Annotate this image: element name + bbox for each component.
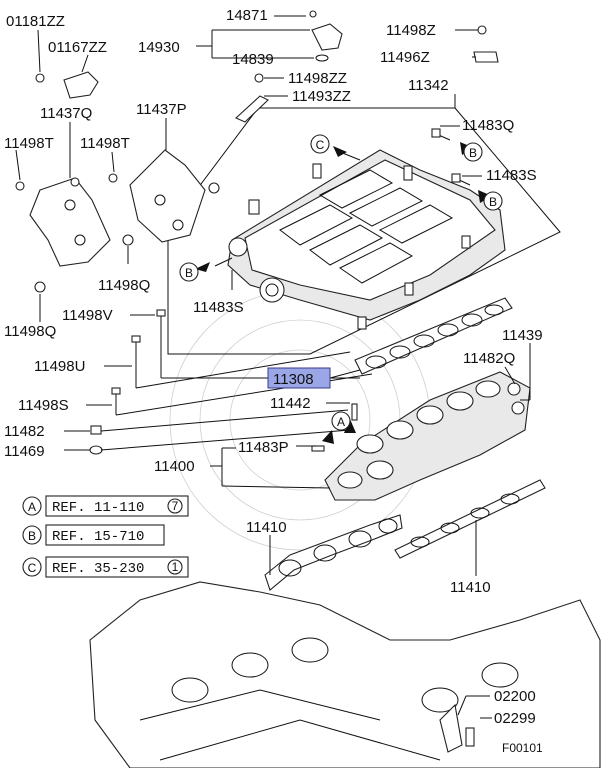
marker-b-upper-right-2: B xyxy=(483,191,503,211)
bolt-11498u xyxy=(131,335,141,388)
label-11498q-left: 11498Q xyxy=(4,323,56,340)
svg-text:REF. 15-710: REF. 15-710 xyxy=(52,529,144,545)
label-11483q: 11483Q xyxy=(462,117,514,134)
label-01181zz: 01181ZZ xyxy=(6,13,65,30)
svg-text:B: B xyxy=(469,146,477,160)
marker-b-upper-right-1: B xyxy=(463,142,483,162)
upper-intake-plenum xyxy=(227,149,506,330)
svg-text:REF. 35-230: REF. 35-230 xyxy=(52,561,144,577)
nut-11482 xyxy=(90,425,102,435)
label-11498t-left: 11498T xyxy=(4,135,54,152)
label-11496z: 11496Z xyxy=(380,49,430,66)
gasket-11308 xyxy=(354,297,513,375)
marker-c-top: C xyxy=(310,134,330,154)
label-11498z: 11498Z xyxy=(386,22,436,39)
figure-code: F00101 xyxy=(502,741,543,755)
label-11498u: 11498U xyxy=(34,358,85,375)
label-11410-right: 11410 xyxy=(450,579,491,596)
label-11498zz: 11498ZZ xyxy=(288,70,347,87)
intake-gasket-left xyxy=(264,514,403,591)
reference-a: A REF. 11-110 7 xyxy=(22,495,189,517)
reference-b: B REF. 15-710 xyxy=(22,524,165,546)
label-02299: 02299 xyxy=(494,710,536,727)
plenum-studs xyxy=(214,128,471,267)
svg-text:1: 1 xyxy=(172,560,179,574)
label-14839: 14839 xyxy=(232,51,274,68)
svg-text:A: A xyxy=(337,415,345,429)
bolt-11498v xyxy=(156,309,166,345)
marker-a-lower: A xyxy=(331,411,351,431)
label-11482: 11482 xyxy=(4,423,45,440)
washer-11469 xyxy=(89,445,103,455)
label-11498v: 11498V xyxy=(62,307,113,324)
label-11483s-right: 11483S xyxy=(486,167,537,184)
label-14871: 14871 xyxy=(226,7,268,24)
label-11442: 11442 xyxy=(270,395,311,412)
label-11342: 11342 xyxy=(408,77,449,94)
watermark xyxy=(169,289,431,551)
label-11439: 11439 xyxy=(502,327,543,344)
small-bracket-01167zz xyxy=(35,71,99,99)
label-11400: 11400 xyxy=(154,458,195,475)
lower-intake-manifold xyxy=(311,371,531,501)
label-11410-left: 11410 xyxy=(246,519,287,536)
svg-text:B: B xyxy=(28,529,36,543)
svg-text:C: C xyxy=(28,561,37,575)
highlight-11308 xyxy=(267,367,331,389)
svg-text:B: B xyxy=(489,195,497,209)
svg-text:C: C xyxy=(316,138,325,152)
label-02200: 02200 xyxy=(494,688,536,705)
label-11498q-center: 11498Q xyxy=(98,277,150,294)
label-11437q: 11437Q xyxy=(40,105,92,122)
bolt-11498s xyxy=(111,387,121,415)
label-11437p: 11437P xyxy=(136,101,187,118)
label-11498s: 11498S xyxy=(18,397,69,414)
marker-b-left: B xyxy=(179,262,199,282)
bracket-11493zz xyxy=(235,73,269,123)
left-bracket-11437q xyxy=(15,177,111,293)
center-bracket-11437p xyxy=(108,149,220,246)
reference-c: C REF. 35-230 1 xyxy=(22,556,189,578)
bracket-11496z xyxy=(473,25,499,63)
label-11498t-center: 11498T xyxy=(80,135,130,152)
reference-legend: A REF. 11-110 7 B REF. 15-710 C REF. 35-… xyxy=(22,495,189,578)
label-14930: 14930 xyxy=(138,39,180,56)
label-11469: 11469 xyxy=(4,443,45,460)
leader-lines xyxy=(15,15,531,719)
svg-text:REF. 11-110: REF. 11-110 xyxy=(52,500,144,516)
intake-gasket-right xyxy=(394,479,546,559)
svg-text:B: B xyxy=(185,266,193,280)
label-11483s-left: 11483S xyxy=(193,299,244,316)
label-01167zz: 01167ZZ xyxy=(48,39,107,56)
map-sensor-14930 xyxy=(309,10,343,62)
engine-block xyxy=(89,581,601,768)
part-labels: 01181ZZ 01167ZZ 14871 14930 14839 11498Z… xyxy=(4,7,543,755)
label-11493zz: 11493ZZ xyxy=(292,88,351,105)
svg-text:A: A xyxy=(28,500,36,514)
label-11483p: 11483P xyxy=(238,439,289,456)
label-11482q: 11482Q xyxy=(463,350,515,367)
svg-text:7: 7 xyxy=(172,499,179,513)
label-11308: 11308 xyxy=(273,371,314,388)
